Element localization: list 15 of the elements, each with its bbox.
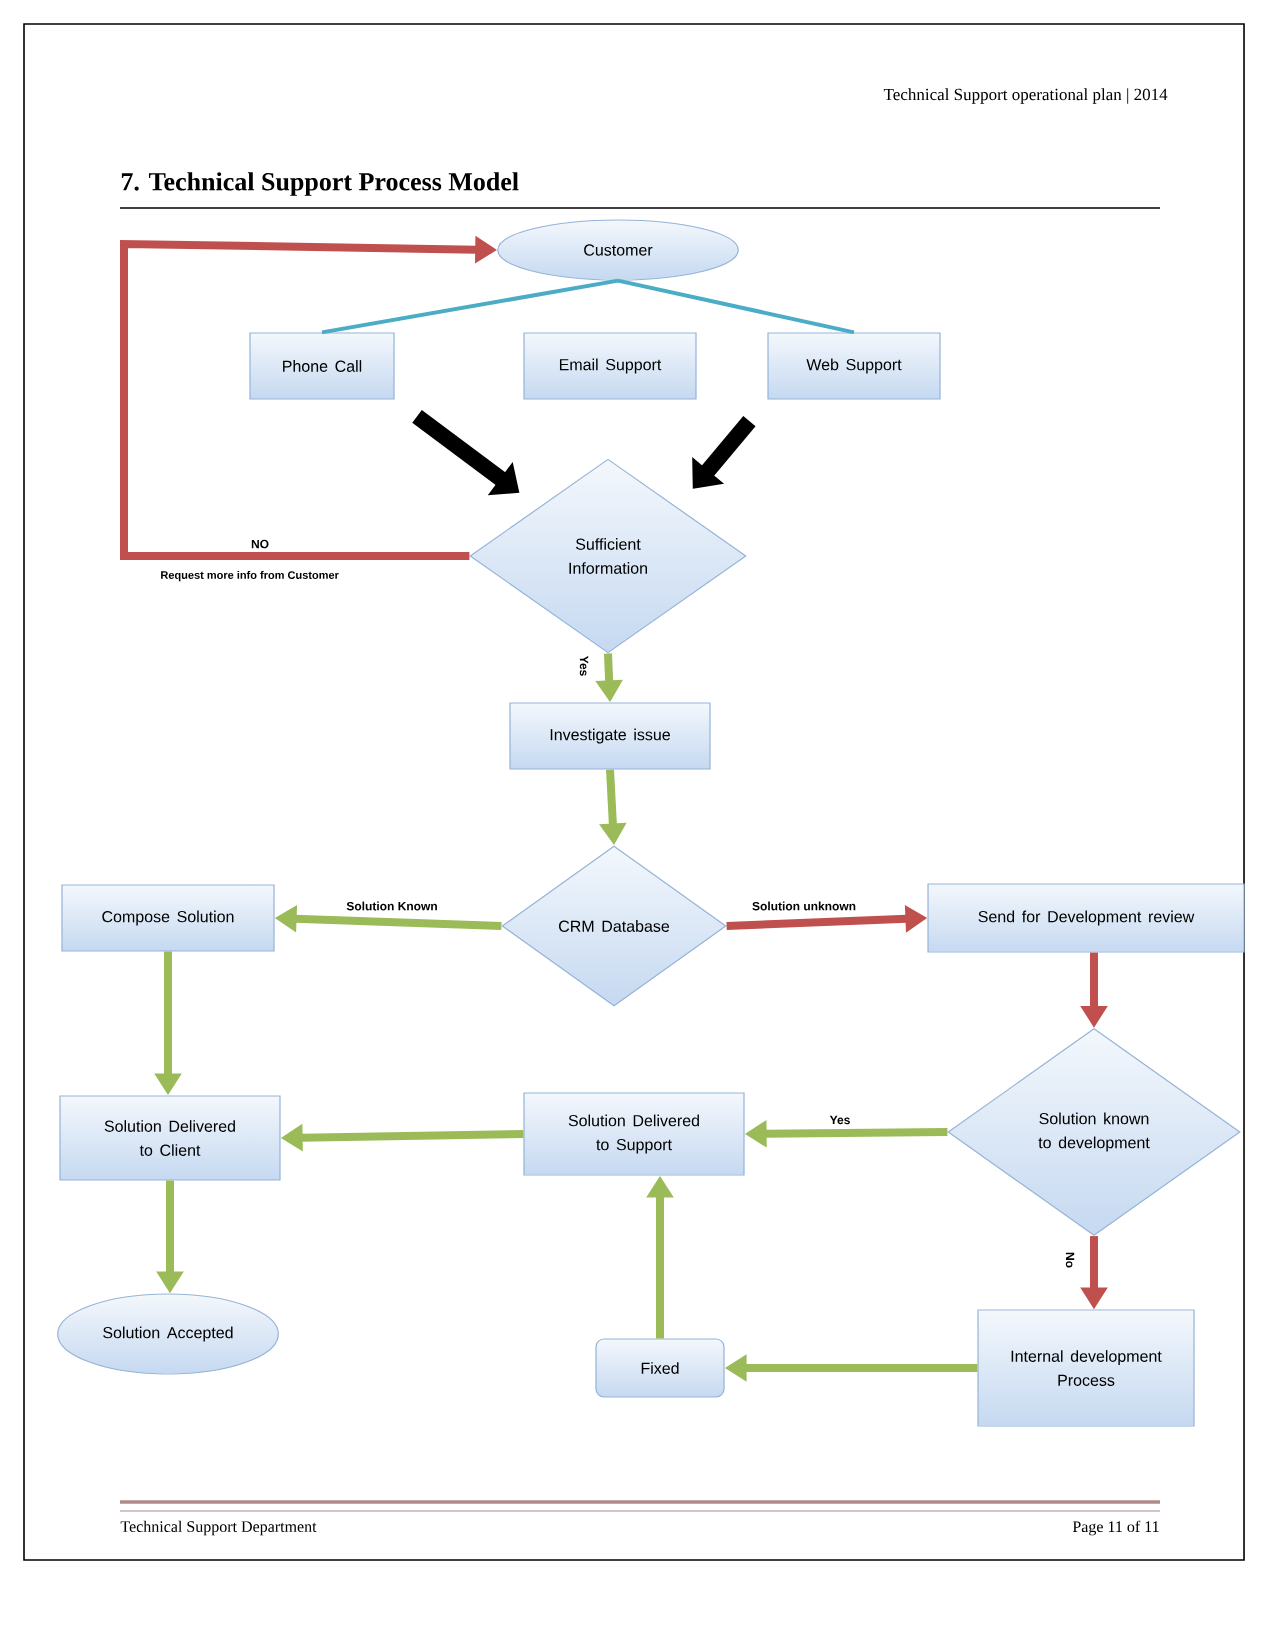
page-number: Page 11 of 11	[1072, 1520, 1159, 1536]
process-box: Solution Delivered to Client	[59, 1095, 281, 1181]
footer-text: Technical Support Department	[120, 1520, 317, 1536]
process-box: Send for Development review	[927, 883, 1245, 953]
process-box: Solution Delivered to Support	[523, 1092, 745, 1176]
process-box: Fixed	[595, 1338, 725, 1398]
process-box: Phone Call	[249, 332, 395, 400]
process-box: Investigate issue	[509, 702, 711, 770]
process-box: Compose Solution	[61, 884, 275, 952]
process-box: Web Support	[767, 332, 941, 400]
process-box: Email Support	[523, 332, 697, 400]
arrow	[692, 415, 756, 489]
process-box: Internal development Process	[977, 1309, 1195, 1427]
header-text: Technical Support operational plan | 2014	[883, 88, 1168, 104]
title: 7. Technical Support Process Model	[121, 172, 519, 196]
